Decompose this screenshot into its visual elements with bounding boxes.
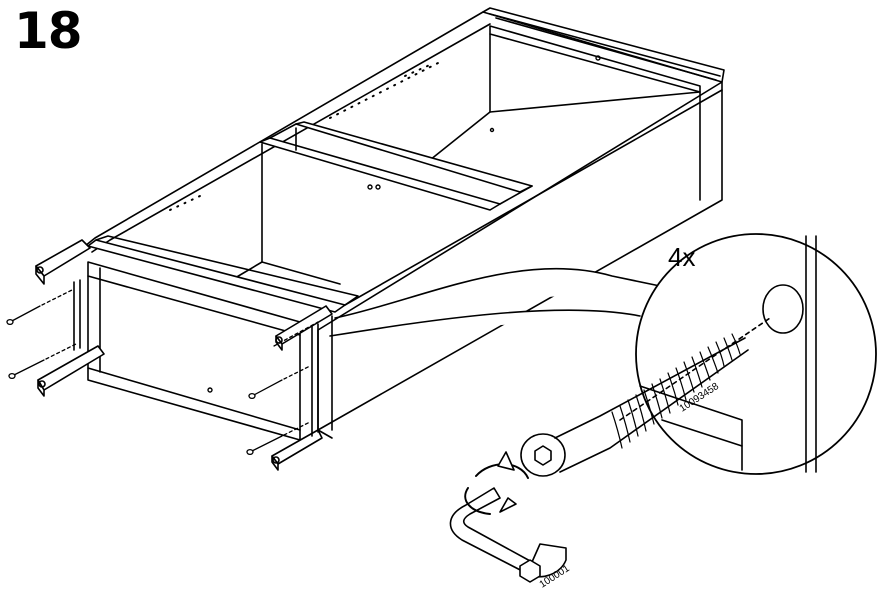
screw-2 — [8, 343, 77, 380]
detail-magnifier — [619, 233, 877, 475]
callout-tail — [329, 267, 661, 337]
screw-3 — [248, 365, 311, 400]
screw-1 — [6, 289, 73, 326]
screws — [6, 289, 319, 456]
bolt-part — [520, 333, 749, 477]
hex-key-tool — [449, 451, 567, 583]
quantity-label: 4x — [668, 242, 695, 272]
legs — [35, 239, 333, 471]
screw-4 — [246, 421, 311, 456]
bookcase-carcass — [69, 7, 725, 441]
step-number: 18 — [14, 2, 83, 60]
